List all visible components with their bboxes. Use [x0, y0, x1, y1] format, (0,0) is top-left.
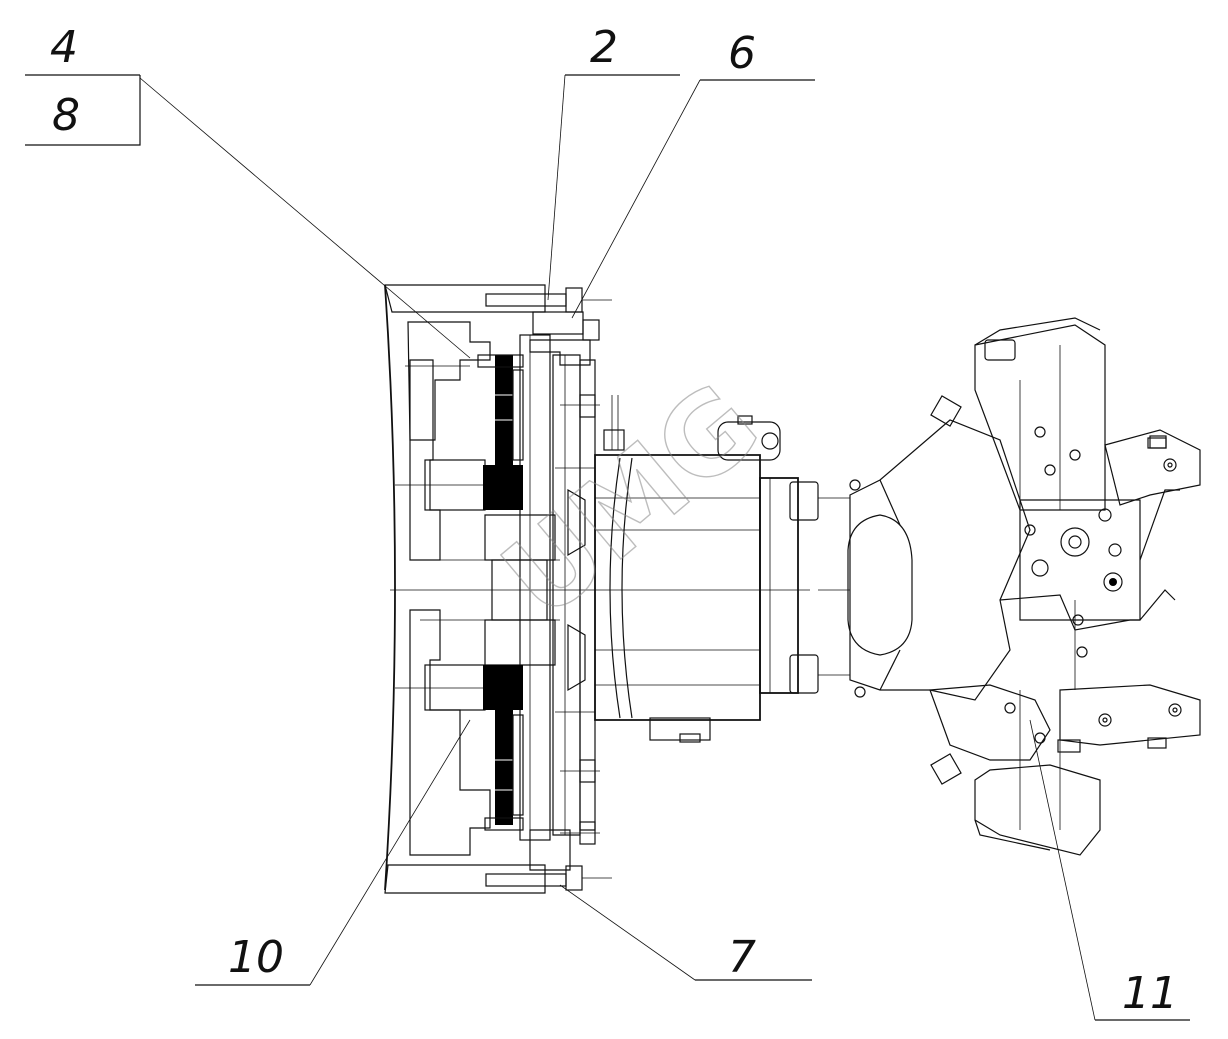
- watermark: UMG: [478, 358, 783, 643]
- callout-label-10: 10: [228, 932, 284, 983]
- callout-label-2: 2: [590, 22, 618, 73]
- motor-body: [555, 415, 850, 743]
- flange-housing: [384, 284, 810, 894]
- leader-line-4: [139, 77, 471, 359]
- leader-line-7: [559, 884, 696, 981]
- callout-7: 7: [559, 884, 812, 983]
- elastic-elements: [477, 354, 524, 831]
- leader-line-6: [571, 79, 701, 319]
- mounting-plate: [552, 354, 625, 845]
- callout-4-8: 4 8: [25, 22, 471, 359]
- callout-label-7: 7: [728, 932, 756, 983]
- callout-6: 6: [571, 28, 815, 319]
- callout-2: 2: [547, 22, 680, 301]
- cutter-head: [847, 317, 1201, 856]
- leader-line-2: [547, 74, 566, 301]
- callout-label-8: 8: [52, 90, 80, 141]
- callout-10: 10: [195, 719, 471, 986]
- callout-label-11: 11: [1122, 968, 1178, 1019]
- watermark-text: UMG: [479, 359, 783, 643]
- leader-line-11: [1029, 719, 1096, 1021]
- callout-label-6: 6: [728, 28, 756, 79]
- callout-label-4: 4: [50, 22, 78, 73]
- leader-line-10: [309, 719, 471, 986]
- callout-11: 11: [1029, 719, 1190, 1021]
